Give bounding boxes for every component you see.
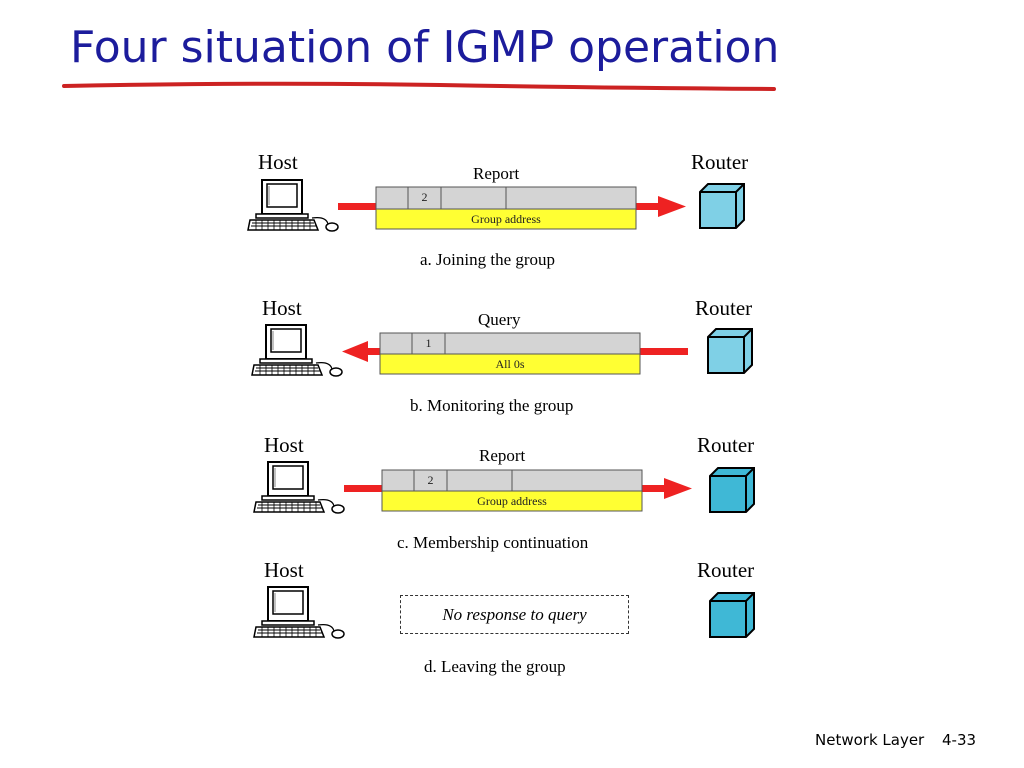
arrow-head-right: [658, 196, 686, 217]
address-field: Group address: [477, 494, 547, 508]
caption: c. Membership continuation: [397, 533, 589, 552]
router-label: Router: [697, 558, 755, 582]
arrow-shaft: [636, 203, 660, 210]
panel-b-graphics: [251, 324, 753, 377]
panel-c-graphics: [253, 461, 755, 514]
slide-title: Four situation of IGMP operation: [70, 22, 780, 73]
host-label: Host: [264, 558, 304, 582]
type-field: 2: [421, 190, 428, 204]
router-label: Router: [697, 433, 755, 457]
arrow-shaft: [642, 485, 666, 492]
message-label: Query: [478, 310, 521, 329]
router-icon: [707, 328, 753, 374]
arrow-tail: [640, 348, 688, 355]
packet-address: [379, 353, 641, 375]
host-computer-icon: [253, 461, 345, 514]
packet-address: [375, 208, 637, 230]
router-label: Router: [695, 296, 753, 320]
arrow-tail: [344, 485, 382, 492]
router-icon: [709, 467, 755, 513]
arrow-tail: [338, 203, 376, 210]
type-field: 2: [427, 473, 434, 487]
address-field: All 0s: [495, 357, 525, 371]
router-icon: [709, 592, 755, 638]
arrow-shaft: [366, 348, 380, 355]
router-icon: [699, 183, 745, 229]
footer-section: Network Layer: [815, 731, 925, 749]
title-underline: [62, 81, 776, 91]
address-field: Group address: [471, 212, 541, 226]
caption: a. Joining the group: [420, 250, 556, 269]
panel-a-graphics: [247, 179, 745, 232]
arrow-head-right: [664, 478, 692, 499]
footer-page-number: 4-33: [942, 731, 977, 749]
host-computer-icon: [253, 586, 345, 639]
host-computer-icon: [247, 179, 339, 232]
message-label: Report: [473, 164, 520, 183]
host-computer-icon: [251, 324, 343, 377]
host-label: Host: [262, 296, 302, 320]
no-response-text: No response to query: [442, 604, 587, 624]
type-field: 1: [425, 336, 432, 350]
no-response-box: No response to query: [400, 595, 629, 634]
host-label: Host: [258, 150, 298, 174]
host-label: Host: [264, 433, 304, 457]
caption: b. Monitoring the group: [410, 396, 574, 415]
arrow-head-left: [342, 341, 368, 362]
router-label: Router: [691, 150, 749, 174]
packet-address: [381, 490, 643, 512]
message-label: Report: [479, 446, 526, 465]
caption: d. Leaving the group: [424, 657, 566, 676]
